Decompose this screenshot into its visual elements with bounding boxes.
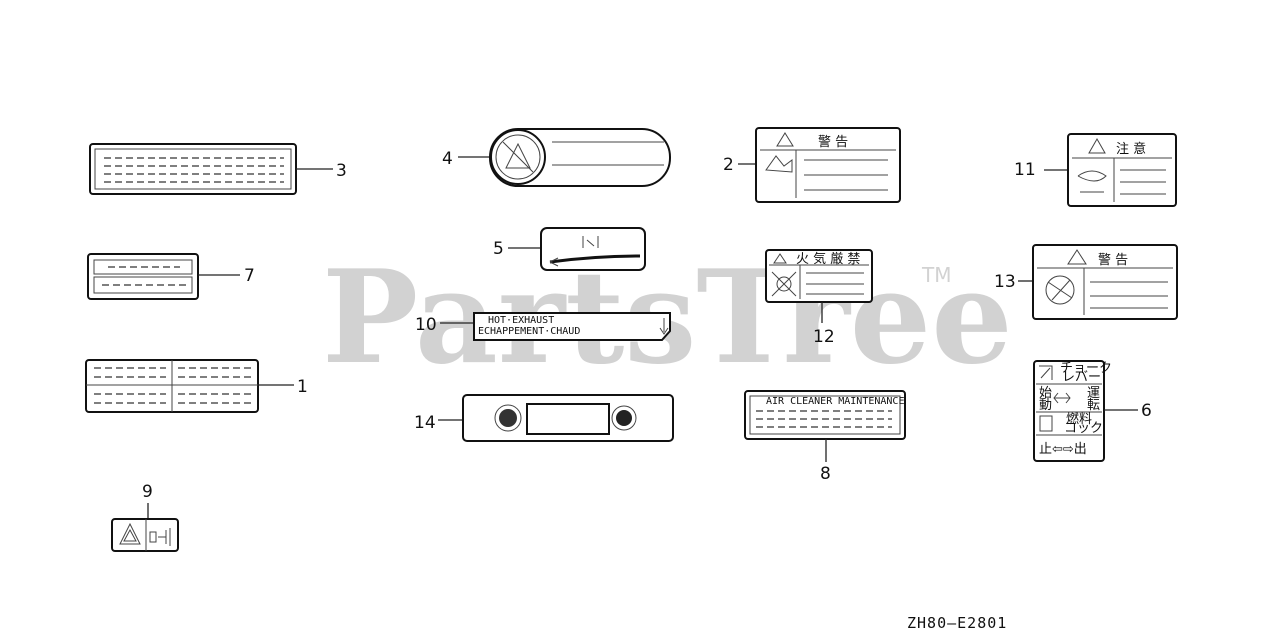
part-2-label[interactable]: 警 告 — [755, 127, 901, 203]
watermark-trademark: TM — [921, 263, 951, 287]
start-kanji-6: 始 — [1039, 386, 1052, 401]
warning-kanji-13: 警 告 — [1098, 252, 1128, 268]
fuel-text-6: 燃料 — [1066, 411, 1092, 427]
callout-12[interactable]: 12 — [813, 327, 835, 347]
part-1-label[interactable] — [85, 359, 259, 413]
callout-13[interactable]: 13 — [994, 272, 1016, 292]
caution-kanji-11: 注 意 — [1116, 141, 1146, 157]
start-kanji2-6: 動 — [1039, 398, 1052, 413]
fire-kanji-12: 火 気 厳 禁 — [796, 251, 860, 267]
callout-1[interactable]: 1 — [297, 377, 308, 397]
part-14-label[interactable] — [462, 394, 674, 442]
part-7-label[interactable] — [87, 253, 199, 300]
part-13-label[interactable]: 警 告 — [1032, 244, 1178, 320]
callout-11[interactable]: 11 — [1014, 160, 1036, 180]
run-kanji2-6: 転 — [1087, 398, 1100, 413]
callout-10[interactable]: 10 — [415, 315, 437, 335]
callout-7[interactable]: 7 — [244, 266, 255, 286]
choke-text-6: チョーク — [1060, 361, 1112, 376]
echappement-chaud-text: ECHAPPEMENT·CHAUD — [478, 326, 580, 337]
callout-8[interactable]: 8 — [820, 464, 831, 484]
lever-text-6: レバー — [1062, 370, 1101, 385]
run-kanji-6: 運 — [1087, 386, 1100, 401]
cock-text-6: コック — [1064, 421, 1103, 436]
part-10-label[interactable]: HOT·EXHAUST ECHAPPEMENT·CHAUD — [473, 312, 671, 341]
part-5-label[interactable] — [540, 227, 646, 271]
part-9-label[interactable] — [111, 518, 179, 552]
hot-exhaust-text: HOT·EXHAUST — [488, 315, 554, 326]
part-3-label[interactable] — [89, 143, 297, 195]
stop-open-text-6: 止⇦⇨出 — [1039, 442, 1087, 457]
part-8-label[interactable]: AIR CLEANER MAINTENANCE — [744, 390, 906, 440]
callout-14[interactable]: 14 — [414, 413, 436, 433]
warning-kanji-2: 警 告 — [818, 134, 848, 150]
part-4-label[interactable] — [489, 128, 671, 187]
callout-3[interactable]: 3 — [336, 161, 347, 181]
callout-9[interactable]: 9 — [142, 482, 153, 502]
diagram-code: ZH80—E2801 — [907, 614, 1007, 632]
part-12-label[interactable]: 火 気 厳 禁 — [765, 249, 873, 303]
callout-2[interactable]: 2 — [723, 155, 734, 175]
air-cleaner-text: AIR CLEANER MAINTENANCE — [766, 396, 904, 407]
callout-5[interactable]: 5 — [493, 239, 504, 259]
callout-4[interactable]: 4 — [442, 149, 453, 169]
part-11-label[interactable]: 注 意 — [1067, 133, 1177, 207]
callout-6[interactable]: 6 — [1141, 401, 1152, 421]
part-6-label[interactable]: チョーク レバー 始 動 運 転 燃料 コック 止⇦⇨出 — [1033, 360, 1112, 462]
